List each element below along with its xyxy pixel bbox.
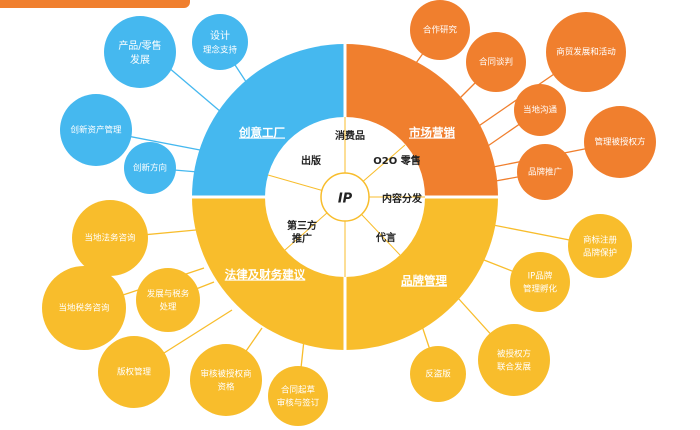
- quadrant-label-creative: 创意工厂: [238, 126, 285, 140]
- label-product-1: 产品/零售: [118, 39, 161, 52]
- label-design-1: 设计: [210, 29, 230, 42]
- satellite-coop: [410, 0, 470, 60]
- label-ipbrand-1: IP品牌: [528, 271, 553, 282]
- satellite-ipbrand: [510, 252, 570, 312]
- satellite-product: [104, 16, 176, 88]
- satellite-copyright: [98, 336, 170, 408]
- core-label-ip: IP: [338, 192, 353, 207]
- satellite-brand-promo: [517, 144, 573, 200]
- satellite-new-direction: [124, 142, 176, 194]
- satellite-anti-piracy: [410, 346, 466, 402]
- satellite-auth: [584, 106, 656, 178]
- satellites-orange: [410, 0, 656, 200]
- label-coop: 合作研究: [423, 25, 458, 36]
- inner-label-third: 第三方: [287, 219, 317, 232]
- label-tm-1: 商标注册: [583, 235, 618, 246]
- satellite-new-asset: [60, 94, 132, 166]
- quadrant-label-marketing: 市场营销: [409, 126, 455, 140]
- satellite-taxdev: [136, 268, 200, 332]
- label-brand-promo: 品牌推广: [528, 167, 562, 178]
- satellite-review: [190, 344, 262, 416]
- label-ipbrand-2: 管理孵化: [523, 284, 558, 295]
- inner-label-third-2: 推广: [292, 232, 312, 245]
- satellite-joint: [478, 324, 550, 396]
- core-circle: [320, 172, 370, 222]
- label-auth: 管理被授权方: [594, 137, 645, 148]
- label-product-2: 发展: [130, 53, 150, 66]
- label-draft-2: 审核与签订: [277, 398, 320, 409]
- label-taxdev-2: 处理: [159, 302, 177, 313]
- satellite-contract: [466, 32, 526, 92]
- inner-label-agent: 代言: [375, 231, 396, 244]
- satellites-yellow: [42, 200, 632, 426]
- label-tm-2: 品牌保护: [583, 248, 617, 259]
- label-taxdev-1: 发展与税务: [147, 289, 190, 300]
- label-draft-1: 合同起草: [281, 385, 316, 396]
- label-biz: 商贸发展和活动: [556, 47, 616, 58]
- satellite-biz: [546, 12, 626, 92]
- label-copyright: 版权管理: [117, 367, 152, 378]
- inner-label-publish: 出版: [301, 154, 321, 167]
- inner-label-content: 内容分发: [382, 192, 423, 205]
- label-anti: 反盗版: [425, 369, 451, 380]
- label-review-1: 审核被授权商: [200, 369, 251, 380]
- label-review-2: 资格: [217, 382, 235, 393]
- label-joint-2: 联合发展: [497, 362, 532, 373]
- satellite-local: [514, 84, 566, 136]
- label-new-direction: 创新方向: [133, 163, 167, 174]
- satellite-trademark: [568, 214, 632, 278]
- top-decoration-strip: [0, 0, 190, 8]
- satellite-design: [192, 14, 248, 70]
- inner-label-consumer: 消费品: [335, 129, 365, 142]
- label-design-2: 理念支持: [203, 45, 238, 56]
- label-contract: 合同谈判: [479, 57, 513, 68]
- label-tax: 当地税务咨询: [58, 303, 109, 314]
- quadrant-label-legal: 法律及财务建议: [225, 268, 306, 282]
- satellites-blue: [60, 14, 248, 194]
- label-local: 当地沟通: [523, 105, 558, 116]
- satellite-law: [72, 200, 148, 276]
- satellite-tax: [42, 266, 126, 350]
- label-joint-1: 被授权方: [497, 349, 531, 360]
- label-new-asset: 创新资产管理: [70, 125, 122, 136]
- quadrant-label-brand: 品牌管理: [401, 274, 447, 288]
- satellite-draft: [268, 366, 328, 426]
- inner-label-o2o: O2O 零售: [373, 154, 420, 167]
- label-law: 当地法务咨询: [84, 233, 135, 244]
